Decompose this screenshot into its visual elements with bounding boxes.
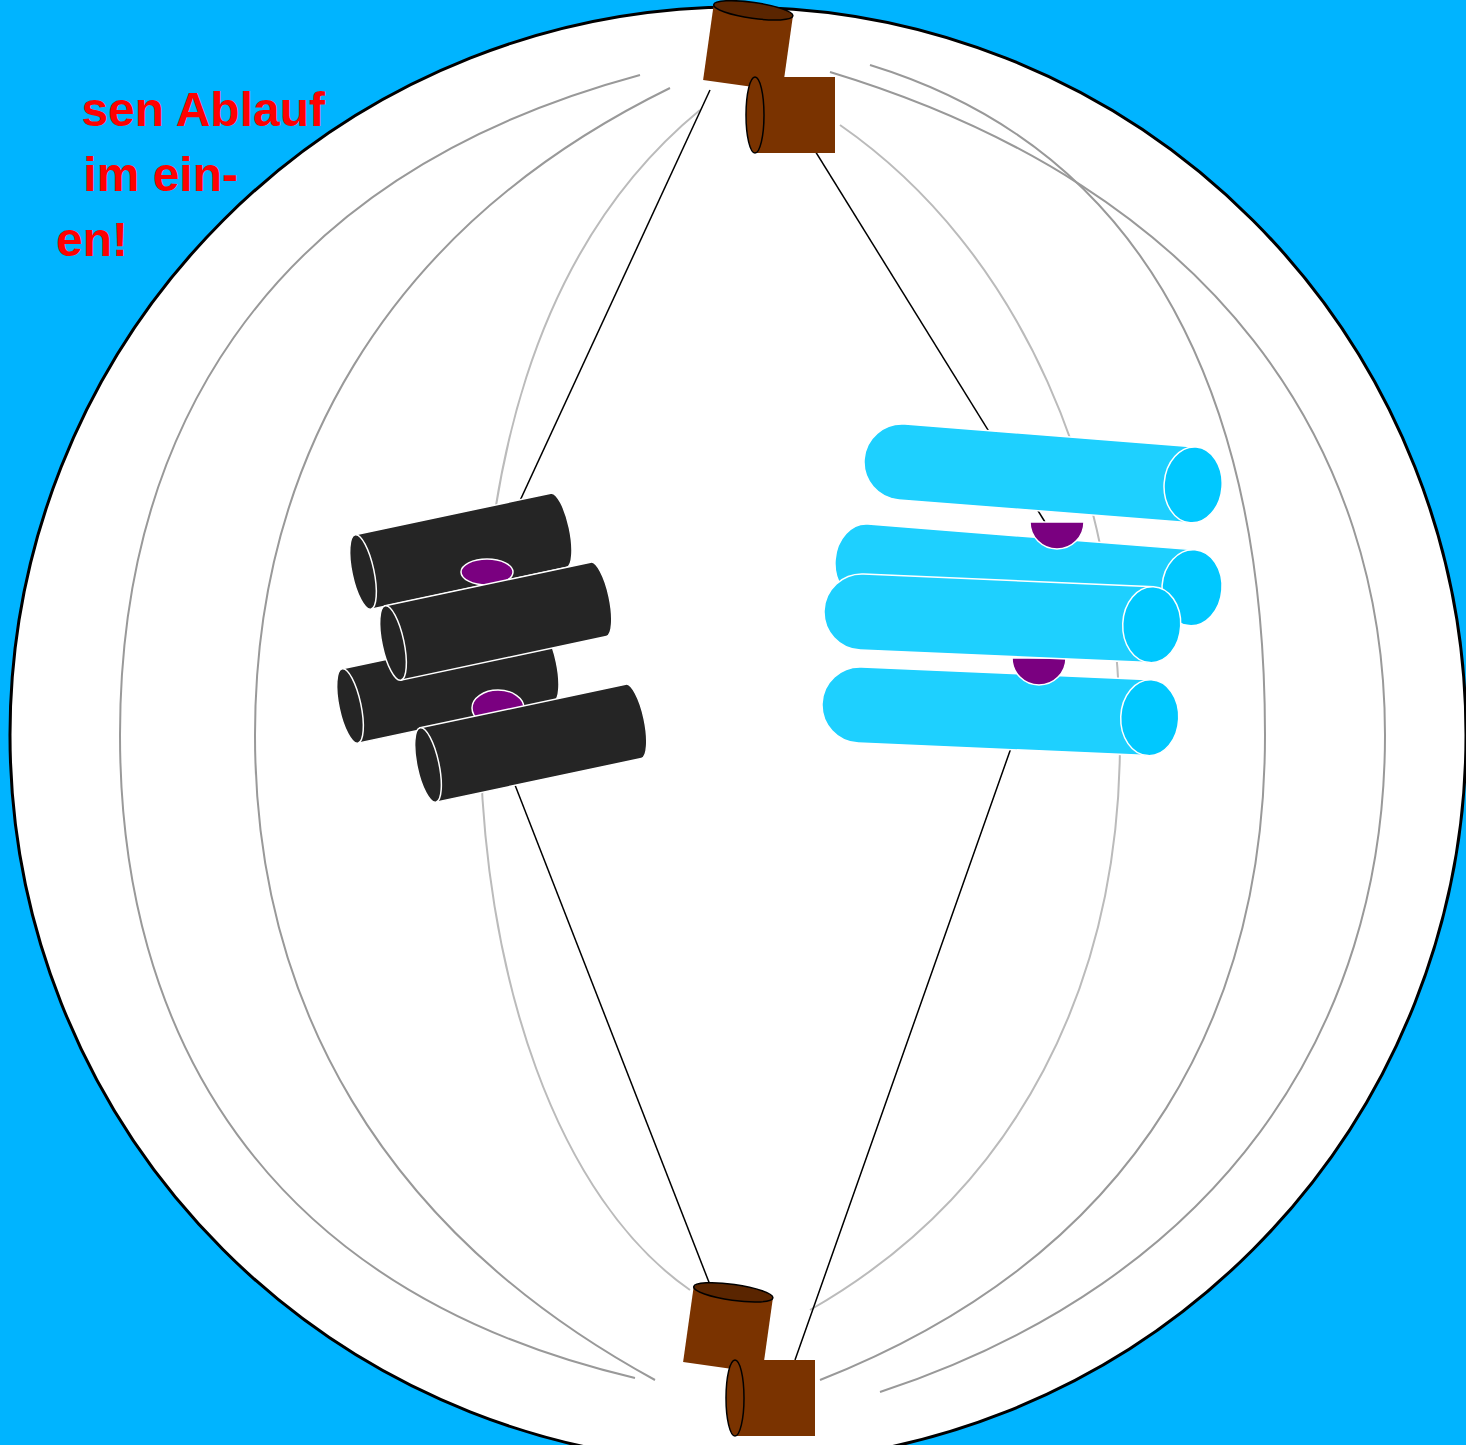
instruction-text: im ein- <box>83 147 238 203</box>
instruction-text: sen Ablauf <box>81 82 325 138</box>
blue-chromosomes <box>820 421 1225 757</box>
spindle-fibers <box>120 65 1385 1392</box>
black-chromosomes <box>331 491 652 804</box>
instruction-text: en! <box>56 212 128 268</box>
cell-outline <box>10 7 1466 1445</box>
centrioles <box>683 0 835 1436</box>
